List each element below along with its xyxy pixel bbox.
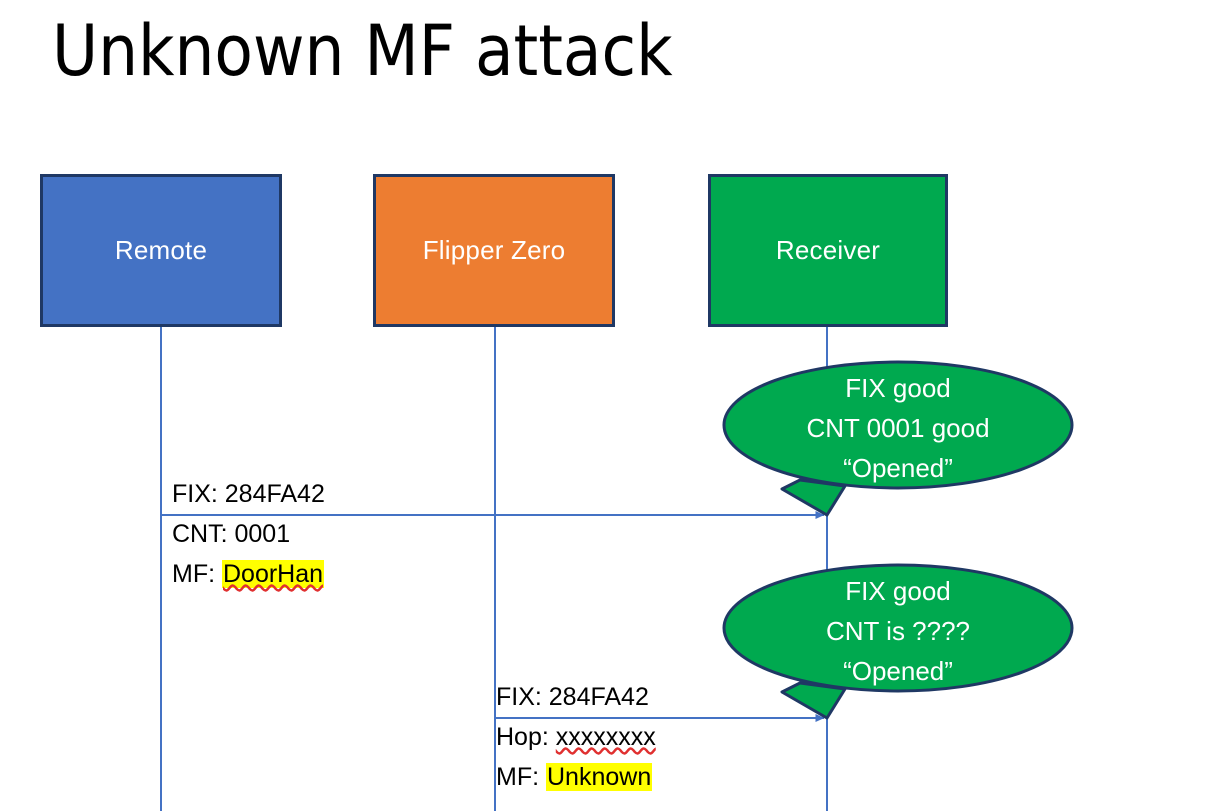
speech-bubble-2-text: FIX good CNT is ???? “Opened”: [724, 571, 1072, 691]
message-2-hop: Hop: xxxxxxxx: [496, 717, 656, 757]
message-1-cnt: CNT: 0001: [172, 520, 291, 548]
message-2-hop-prefix: Hop:: [496, 723, 556, 751]
message-2-fix: FIX: 284FA42: [496, 683, 649, 711]
bubble-2-line-2: CNT is ????: [825, 616, 971, 646]
message-2-mf-value: Unknown: [546, 763, 653, 791]
actor-label-flipper-zero: Flipper Zero: [422, 235, 566, 265]
speech-bubble-body-2: [722, 563, 1074, 693]
speech-bubble-body-1: [722, 360, 1074, 490]
message-2-mf-prefix: MF:: [496, 763, 546, 791]
message-1-mf: MF: DoorHan: [172, 554, 325, 594]
message-2-mf: MF: Unknown: [496, 757, 656, 797]
bubble-1-line-2: CNT 0001 good: [806, 413, 990, 443]
actor-box-remote[interactable]: Remote: [40, 174, 282, 327]
bubble-2-line-3: “Opened”: [843, 656, 953, 686]
actor-label-remote: Remote: [114, 235, 208, 265]
speech-bubble-1-text: FIX good CNT 0001 good “Opened”: [724, 368, 1072, 488]
actor-box-flipper-zero[interactable]: Flipper Zero: [373, 174, 615, 327]
message-2-hop-value: xxxxxxxx: [555, 723, 656, 751]
actor-box-receiver[interactable]: Receiver: [708, 174, 948, 327]
bubble-2-line-1: FIX good: [845, 576, 951, 606]
bubble-1-line-3: “Opened”: [843, 453, 953, 483]
message-1-fix: FIX: 284FA42: [172, 480, 325, 508]
speech-bubble-receiver-1[interactable]: [722, 360, 1074, 517]
speech-bubble-receiver-2[interactable]: [722, 563, 1074, 720]
message-1-mf-prefix: MF:: [172, 560, 222, 588]
message-label-remote-to-receiver: FIX: 284FA42 CNT: 0001 MF: DoorHan: [172, 474, 325, 594]
message-1-mf-value: DoorHan: [222, 560, 325, 588]
page-title: Unknown MF attack: [52, 10, 673, 92]
actor-label-receiver: Receiver: [775, 235, 881, 265]
message-label-flipper-to-receiver: FIX: 284FA42 Hop: xxxxxxxx MF: Unknown: [496, 677, 656, 797]
bubble-1-line-1: FIX good: [845, 373, 951, 403]
